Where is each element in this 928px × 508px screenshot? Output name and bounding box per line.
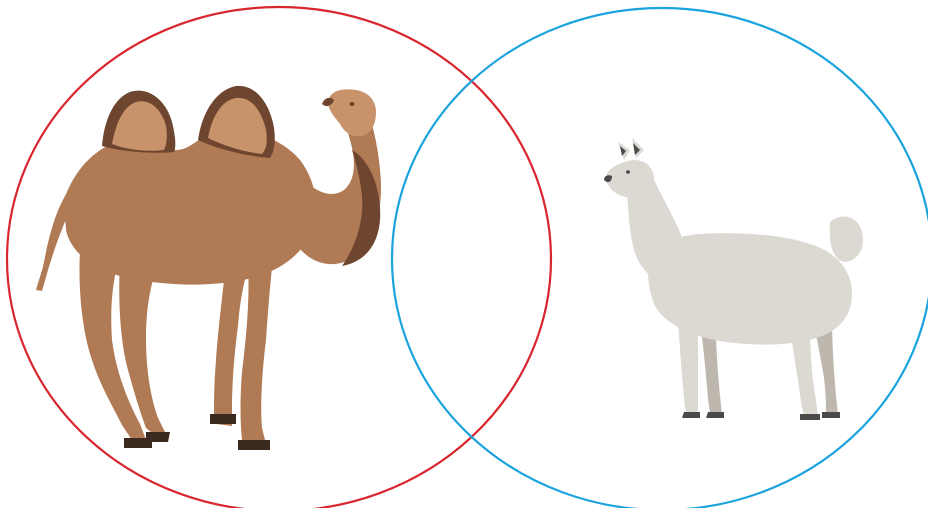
bactrian-camel-illustration <box>36 86 381 450</box>
llama-illustration <box>604 138 863 420</box>
